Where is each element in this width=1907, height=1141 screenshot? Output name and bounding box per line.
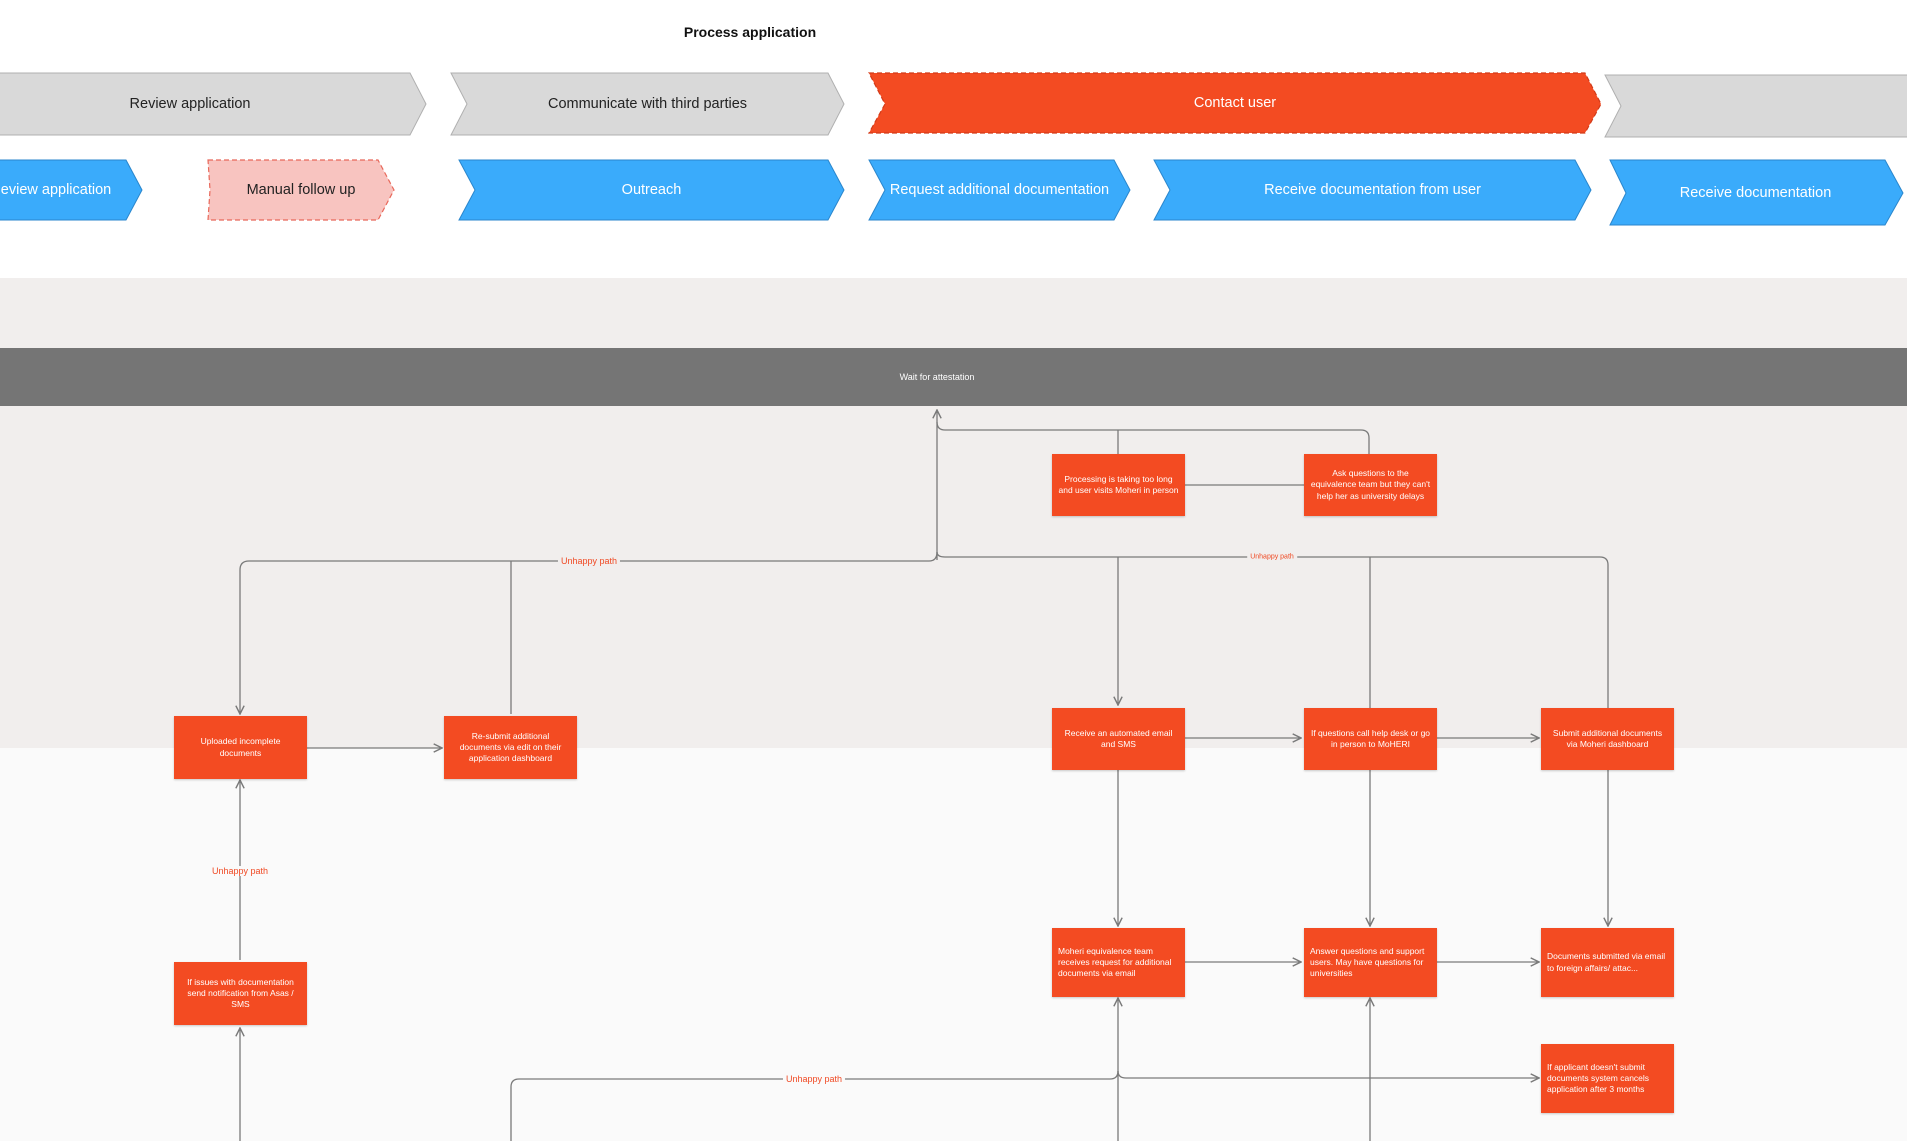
box-issues-documentation[interactable]: If issues with documentation send notifi… <box>174 962 307 1025</box>
box-uploaded-incomplete[interactable]: Uploaded incomplete documents <box>174 716 307 779</box>
phase-chevron-contact-user[interactable] <box>867 72 1602 134</box>
wait-for-attestation-band <box>0 348 1907 406</box>
step-chevron-request-documentation[interactable] <box>868 159 1131 221</box>
page-title: Process application <box>683 24 817 40</box>
step-chevron-manual-follow-up[interactable] <box>207 159 395 221</box>
unhappy-path-label-left: Unhappy path <box>208 866 272 876</box>
box-documents-submitted[interactable]: Documents submitted via email to foreign… <box>1541 928 1674 997</box>
phase-chevron-next[interactable] <box>1604 74 1907 138</box>
connectors <box>240 410 1608 1141</box>
step-chevron-review-application[interactable] <box>0 159 143 221</box>
box-receive-email[interactable]: Receive an automated email and SMS <box>1052 708 1185 770</box>
phase-chevron-review-application[interactable] <box>0 72 427 136</box>
unhappy-path-label-top-left: Unhappy path <box>557 556 621 566</box>
box-processing-too-long[interactable]: Processing is taking too long and user v… <box>1052 454 1185 516</box>
step-chevron-receive-documentation[interactable] <box>1609 159 1904 226</box>
unhappy-path-label-top-right: Unhappy path <box>1247 553 1297 561</box>
box-resubmit[interactable]: Re-submit additional documents via edit … <box>444 716 577 779</box>
unhappy-path-label-bottom: Unhappy path <box>782 1074 846 1084</box>
box-system-cancels[interactable]: If applicant doesn't submit documents sy… <box>1541 1044 1674 1113</box>
step-chevron-receive-documentation-from-user[interactable] <box>1153 159 1592 221</box>
box-answer-questions[interactable]: Answer questions and support users. May … <box>1304 928 1437 997</box>
box-submit-documents[interactable]: Submit additional documents via Moheri d… <box>1541 708 1674 770</box>
box-moheri-team[interactable]: Moheri equivalence team receives request… <box>1052 928 1185 997</box>
box-ask-questions[interactable]: Ask questions to the equivalence team bu… <box>1304 454 1437 516</box>
box-call-helpdesk[interactable]: If questions call help desk or go in per… <box>1304 708 1437 770</box>
phase-chevron-communicate[interactable] <box>450 72 845 136</box>
step-chevron-outreach[interactable] <box>458 159 845 221</box>
